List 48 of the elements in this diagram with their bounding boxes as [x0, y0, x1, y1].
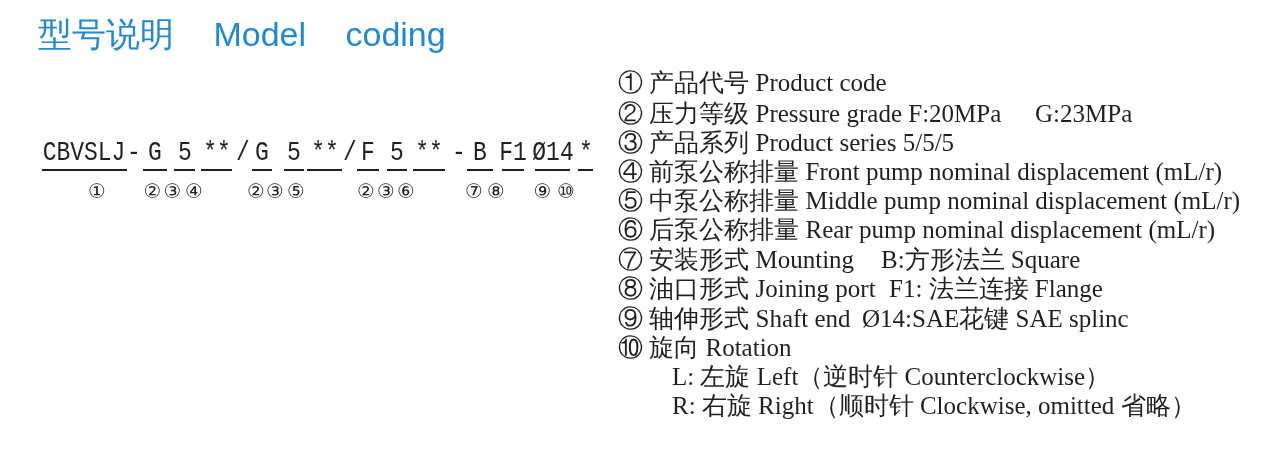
callout-number: ③: [162, 179, 183, 203]
callout-number: ④: [184, 179, 204, 203]
code-separator: -: [128, 136, 140, 169]
underlined-code-segment: G: [252, 136, 272, 171]
callout-number: ⑥: [396, 179, 416, 203]
description-text: R: 右旋 Right（顺时针 Clockwise, omitted 省略）: [672, 391, 1196, 421]
underlined-code-segment: F: [357, 136, 379, 171]
code-separator: /: [237, 136, 249, 169]
description-text: B:方形法兰 Square: [881, 245, 1081, 275]
callout-number: ③: [376, 179, 396, 203]
description-text: G:23MPa: [1035, 99, 1133, 129]
callout-number: ⑩: [556, 179, 576, 203]
underlined-code-segment: B: [467, 136, 493, 171]
description-text: ② 压力等级 Pressure grade F:20MPa: [618, 99, 1002, 129]
code-separator: /: [344, 136, 356, 169]
underlined-code-segment: F1: [502, 136, 524, 171]
callout-number: ③: [265, 179, 285, 203]
underlined-code-segment: **: [307, 136, 342, 171]
title: 型号说明 Model coding: [38, 14, 446, 55]
callout-number: ②: [142, 179, 163, 203]
description-text: ④ 前泵公称排量 Front pump nominal displacement (mL/r): [618, 157, 1223, 187]
callout-number: ②: [246, 179, 266, 203]
callout-number: ⑨: [532, 179, 553, 203]
description-text: Ø14:SAE花键 SAE splinc: [862, 304, 1129, 334]
code-separator: -: [452, 136, 465, 169]
underlined-code-segment: **: [201, 136, 232, 171]
description-text: ① 产品代号 Product code: [618, 68, 887, 98]
description-text: ⑧ 油口形式 Joining port: [618, 274, 876, 304]
description-text: ⑩ 旋向 Rotation: [618, 333, 792, 363]
description-text: ③ 产品系列 Product series 5/5/5: [618, 128, 955, 158]
underlined-code-segment: 5: [174, 136, 195, 171]
description-text: F1: 法兰连接 Flange: [889, 274, 1103, 304]
callout-number: ⑧: [486, 179, 506, 203]
description-text: ⑨ 轴伸形式 Shaft end: [618, 304, 851, 334]
description-text: ⑥ 后泵公称排量 Rear pump nominal displacement (mL/r): [618, 215, 1216, 245]
callout-number: ⑤: [286, 179, 306, 203]
description-text: ⑦ 安装形式 Mounting: [618, 245, 855, 275]
underlined-code-segment: G: [143, 136, 167, 171]
callout-number: ⑦: [464, 179, 484, 203]
callout-number: ①: [87, 179, 107, 203]
underlined-code-segment: **: [413, 136, 445, 171]
callout-number: ②: [356, 179, 376, 203]
underlined-code-segment: 5: [284, 136, 304, 171]
underlined-code-segment: *: [578, 136, 593, 171]
underlined-code-segment: 5: [387, 136, 407, 171]
description-text: ⑤ 中泵公称排量 Middle pump nominal displacement (mL/r): [618, 186, 1241, 216]
underlined-code-segment: CBVSLJ: [41, 136, 127, 171]
description-text: L: 左旋 Left（逆时针 Counterclockwise）: [672, 362, 1111, 392]
